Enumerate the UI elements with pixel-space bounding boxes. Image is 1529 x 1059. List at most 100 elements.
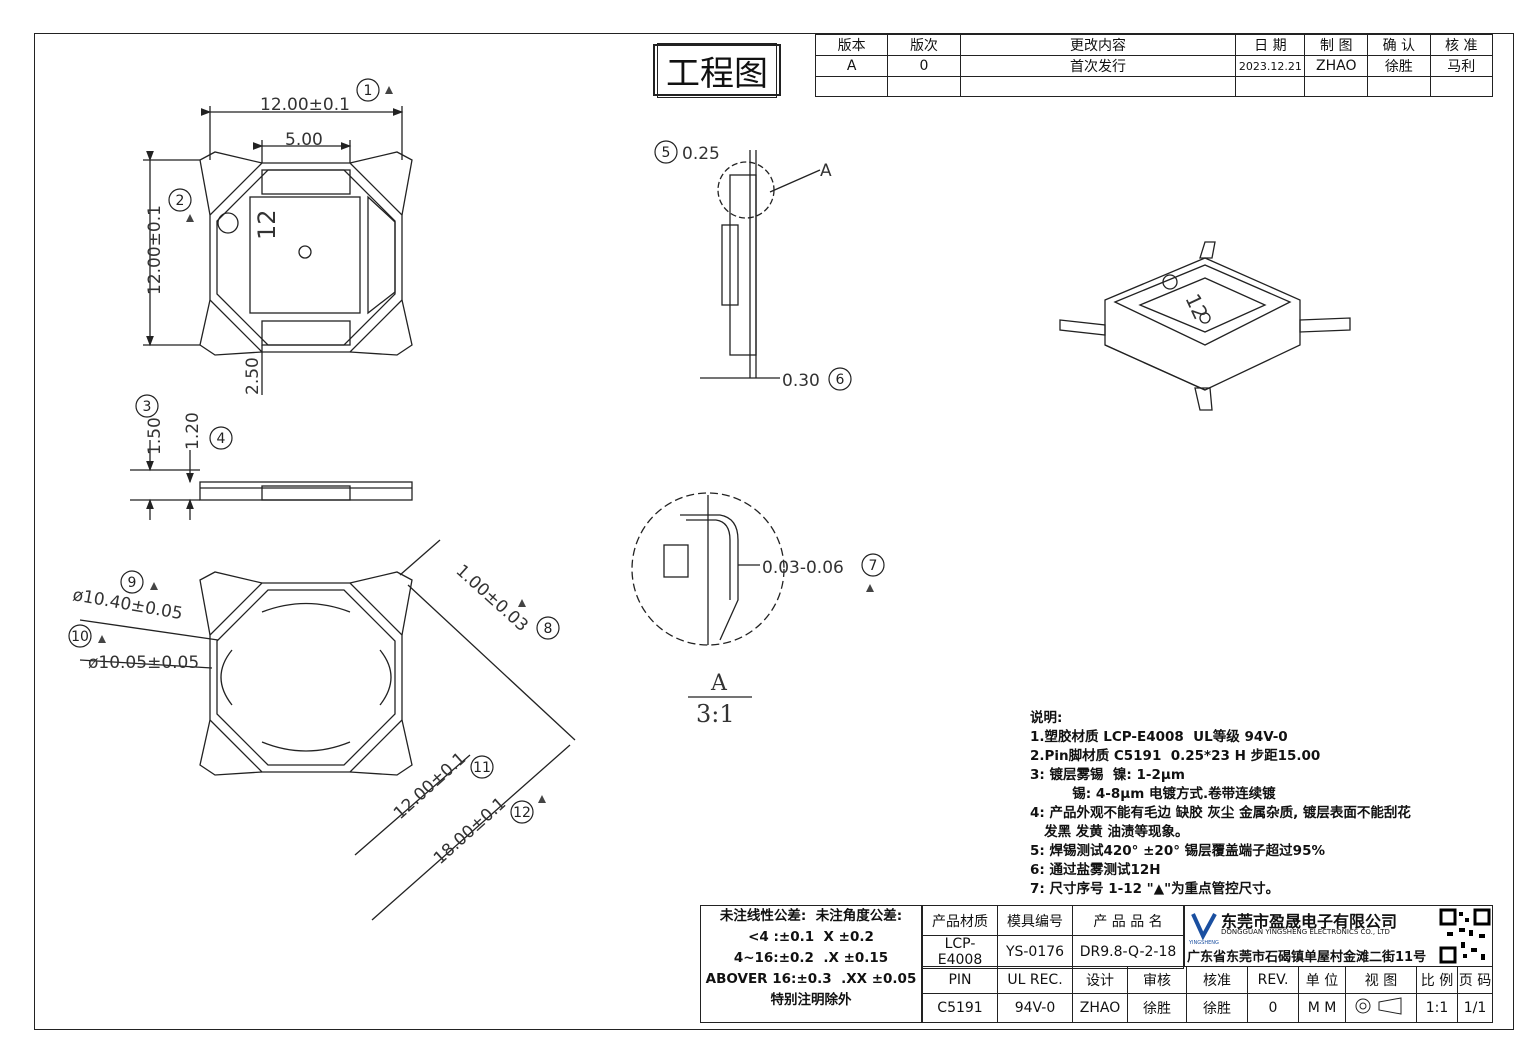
dim-inner-width: 5.00	[285, 130, 323, 150]
qr-code-icon	[1439, 908, 1491, 964]
revision-table: 版本 版次 更改内容 日 期 制 图 确 认 核 准 A 0 首次发行 2023…	[814, 34, 1494, 97]
note-line-7: 5: 焊锡测试420° ±20° 锡层覆盖端子超过95%	[1030, 843, 1325, 859]
detail-callout-label: A	[820, 161, 832, 181]
tb-pin-value: C5191	[922, 993, 998, 1023]
notes-block: 说明: 1.塑胶材质 LCP-E4008 UL等级 94V-0 2.Pin脚材质…	[1030, 709, 1411, 899]
balloon-2: 2	[168, 188, 194, 222]
tb-rev-label: REV.	[1247, 966, 1299, 994]
dim-overall-diag: 18.00±0.1	[430, 794, 510, 869]
note-line-9: 7: 尺寸序号 1-12 "▲"为重点管控尺寸。	[1030, 881, 1280, 897]
dim-plating: 0.03-0.06	[762, 558, 844, 578]
tb-ul-label: UL REC.	[997, 966, 1073, 994]
dim-dia-outer: ø10.40±0.05	[71, 585, 184, 624]
drawing-frame	[34, 33, 1514, 1030]
company-logo-text: YINGSHENG	[1189, 940, 1219, 946]
top-view	[143, 106, 413, 395]
tb-material-value: LCP-E4008	[922, 935, 998, 969]
dim-body-diag: 12.00±0.1	[390, 749, 470, 824]
rev-header-change: 更改内容	[959, 34, 1237, 56]
balloon-8: 8	[518, 599, 560, 640]
tol-line-5: 特别注明除外	[770, 992, 852, 1008]
rev-header-version: 版本	[814, 34, 889, 56]
tb-unit-value: M M	[1298, 993, 1346, 1023]
tb-review-label: 审核	[1127, 966, 1187, 994]
company-name-en: DONGGUAN YINGSHENG ELECTRONICS CO., LTD	[1221, 928, 1390, 936]
section-view	[700, 150, 821, 379]
svg-text:6: 6	[836, 372, 845, 388]
note-line-8: 6: 通过盐雾测试12H	[1030, 862, 1161, 878]
rev-cell-date: 2023.12.21	[1235, 55, 1306, 77]
iso-view	[1059, 241, 1351, 411]
tol-line-2: <4 :±0.1 X ±0.2	[748, 929, 874, 945]
svg-text:10: 10	[71, 629, 89, 645]
tb-scale-label: 比 例	[1416, 966, 1458, 994]
tb-design-value: ZHAO	[1072, 993, 1128, 1023]
dim-pin-thickness-2: 0.30	[782, 371, 820, 391]
balloon-4: 4	[209, 426, 233, 450]
note-line-3: 3: 镀层雾锡 镍: 1-2μm	[1030, 767, 1185, 783]
tb-ul-value: 94V-0	[997, 993, 1073, 1023]
bottom-view	[79, 539, 576, 921]
part-marking: 12	[253, 209, 281, 240]
company-block: YINGSHENG 东莞市盈晟电子有限公司 DONGGUAN YINGSHENG…	[1184, 905, 1493, 967]
tb-approve-label: 核准	[1186, 966, 1248, 994]
tb-material-label: 产品材质	[922, 905, 998, 936]
tb-view-value	[1345, 993, 1417, 1023]
svg-text:1: 1	[364, 83, 373, 99]
dim-top-width: 12.00±0.1	[260, 95, 350, 115]
svg-text:12: 12	[513, 805, 531, 821]
detail-label: A	[710, 671, 728, 696]
balloon-5: 5	[654, 140, 678, 164]
svg-text:9: 9	[128, 575, 137, 591]
tol-line-4: ABOVER 16:±0.3 .XX ±0.05	[705, 971, 917, 987]
tb-design-label: 设计	[1072, 966, 1128, 994]
svg-text:3: 3	[143, 399, 152, 415]
balloon-1: 1	[356, 78, 393, 102]
projection-symbol-icon	[1355, 997, 1402, 1015]
rev-cell-drawn: ZHAO	[1304, 55, 1369, 77]
svg-text:5: 5	[662, 145, 671, 161]
rev-cell-approve: 马利	[1429, 55, 1494, 77]
balloons: 1 2 3 4 5 6 7 8 9 10 11 12	[68, 78, 885, 824]
balloon-9: 9	[120, 570, 158, 594]
company-name-cn: 东莞市盈晟电子有限公司	[1221, 912, 1398, 931]
tb-page-label: 页 码	[1457, 966, 1493, 994]
iso-part-marking: 12	[1180, 290, 1213, 323]
tb-pin-label: PIN	[922, 966, 998, 994]
balloon-3: 3	[135, 394, 159, 418]
tb-view-label: 视 图	[1345, 966, 1417, 994]
dim-pin-offset: 2.50	[243, 357, 263, 395]
tb-product-label: 产 品 品 名	[1072, 905, 1184, 936]
title-stamp-text: 工程图	[657, 42, 777, 98]
note-line-4: 锡: 4-8μm 电镀方式.卷带连续镀	[1030, 786, 1276, 802]
rev-header-confirm: 确 认	[1367, 34, 1431, 56]
svg-text:7: 7	[869, 558, 878, 574]
dim-pin-width: 1.00±0.03	[452, 561, 532, 636]
detail-a-view	[631, 492, 785, 698]
svg-text:4: 4	[217, 431, 226, 447]
tb-unit-label: 单 位	[1298, 966, 1346, 994]
tb-approve-value: 徐胜	[1186, 993, 1248, 1023]
tb-rev-value: 0	[1247, 993, 1299, 1023]
title-block-bottom: PIN UL REC. 设计 审核 核准 REV. 单 位 视 图 比 例 页 …	[922, 966, 1493, 1023]
dim-height: 12.00±0.1	[145, 205, 165, 295]
tb-scale-value: 1:1	[1416, 993, 1458, 1023]
title-block-top: 产品材质 模具编号 产 品 品 名 LCP-E4008 YS-0176 DR9.…	[922, 905, 1184, 969]
tol-line-3: 4~16:±0.2 .X ±0.15	[733, 950, 889, 966]
company-logo-icon	[1191, 913, 1217, 940]
dim-dia-inner: ø10.05±0.05	[88, 653, 199, 673]
balloon-12: 12	[510, 795, 546, 824]
notes-title: 说明:	[1030, 710, 1063, 726]
rev-cell-change: 首次发行	[959, 55, 1237, 77]
tb-mold-label: 模具编号	[997, 905, 1073, 936]
balloon-7: 7	[861, 553, 885, 592]
company-address: 广东省东莞市石碣镇单屋村金滩二街11号	[1187, 950, 1427, 965]
tb-product-value: DR9.8-Q-2-18	[1072, 935, 1184, 969]
dim-body-height: 1.20	[183, 412, 203, 450]
dim-total-height: 1.50	[145, 417, 165, 455]
svg-text:2: 2	[176, 193, 185, 209]
dim-pin-thickness: 0.25	[682, 144, 720, 164]
tb-page-value: 1/1	[1457, 993, 1493, 1023]
detail-scale: 3:1	[696, 700, 735, 728]
